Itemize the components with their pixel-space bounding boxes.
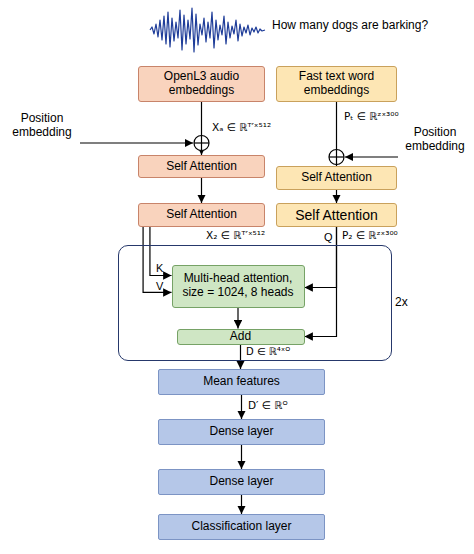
node-text: Self Attention: [292, 207, 381, 223]
position-arrow: [80, 142, 193, 143]
layer-box: Dense layer: [158, 419, 325, 445]
arrow-connector: [241, 495, 242, 514]
embedding-box: OpenL3 audio embeddings: [138, 66, 265, 102]
add-box: Add: [177, 329, 305, 345]
arrow-connector: [241, 395, 242, 419]
attention-box: Self Attention: [276, 203, 397, 227]
arrow-connector: [336, 190, 337, 203]
sum-symbol: [194, 136, 209, 151]
attention-box: Self Attention: [138, 203, 265, 227]
edge-label: Q: [324, 231, 333, 244]
layer-box: Dense layer: [158, 469, 325, 495]
tensor-shape: D′ ∈ ℝᴼ: [248, 399, 288, 411]
node-text: Multi-head attention, size = 1024, 8 hea…: [173, 272, 304, 300]
node-text: Fast text word embeddings: [277, 70, 396, 98]
node-text: Add: [227, 330, 254, 344]
attention-box: Multi-head attention, size = 1024, 8 hea…: [172, 265, 305, 308]
node-text: Classification layer: [188, 520, 294, 534]
node-text: Self Attention: [163, 160, 240, 174]
edge-label: V: [156, 280, 163, 293]
layer-box: Classification layer: [158, 514, 325, 540]
node-text: Dense layer: [206, 475, 276, 489]
attention-box: Self Attention: [276, 166, 397, 190]
arrow-connector: [237, 308, 238, 329]
tensor-shape: D ∈ ℝ⁴ˣᴼ: [246, 346, 290, 358]
tensor-shape: P₂ ∈ ℝᶻˣ³⁰⁰: [342, 229, 398, 241]
repeat-count: 2x: [395, 296, 408, 310]
arrow-connector: [305, 227, 337, 288]
attention-box: Self Attention: [138, 155, 265, 178]
arrow-connector: [143, 227, 171, 292]
arrow-connector: [201, 102, 202, 155]
node-text: Mean features: [200, 375, 283, 389]
question-text: How many dogs are barking?: [272, 19, 428, 33]
position-arrow: [345, 156, 398, 157]
annotation-label: Position embedding: [398, 126, 472, 154]
arrow-connector: [201, 178, 202, 203]
embedding-box: Fast text word embeddings: [276, 66, 397, 102]
edge-label: K: [156, 262, 163, 275]
node-text: OpenL3 audio embeddings: [139, 70, 264, 98]
node-text: Self Attention: [298, 171, 375, 185]
layer-box: Mean features: [158, 369, 325, 395]
annotation-label: Position embedding: [6, 112, 78, 140]
arrow-connector: [305, 227, 337, 337]
audio-waveform: [150, 8, 265, 52]
node-text: Dense layer: [206, 425, 276, 439]
node-text: Self Attention: [163, 208, 240, 222]
tensor-shape: X₂ ∈ ℝᵀ′ˣ⁵¹²: [206, 229, 265, 241]
arrow-connector: [150, 227, 172, 276]
sum-symbol: [329, 150, 344, 165]
tensor-shape: Pₜ ∈ ℝᶻˣ³⁰⁰: [344, 110, 399, 122]
arrow-connector: [240, 345, 241, 370]
arrow-connector: [241, 445, 242, 469]
arrow-connector: [336, 102, 337, 166]
tensor-shape: Xₐ ∈ ℝᵀ′ˣ⁵¹²: [212, 121, 271, 133]
